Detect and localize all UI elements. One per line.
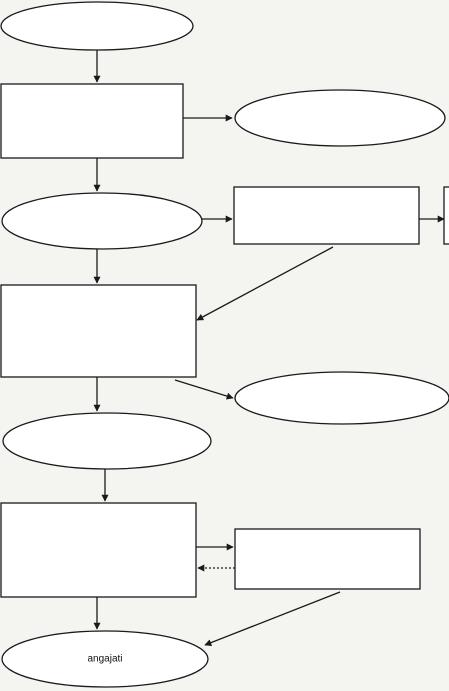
box-node-r4 (0, 284, 197, 378)
ellipse-node-e1 (0, 1, 194, 51)
node-e1 (0, 1, 194, 51)
box-node-r1 (0, 83, 184, 159)
box-node-r5 (0, 502, 197, 598)
box-node-r6 (234, 528, 421, 590)
node-label-e6: angajati (87, 654, 122, 665)
box-node-r3 (443, 186, 449, 245)
arrow-r2-to-r4 (196, 246, 334, 321)
ellipse-node-e3 (1, 192, 203, 250)
node-e6: angajati (1, 630, 209, 688)
box-node-r2 (233, 186, 420, 245)
node-r5 (0, 502, 197, 598)
ellipse-node-e2 (234, 89, 446, 147)
node-r1 (0, 83, 184, 159)
node-r3 (443, 186, 449, 245)
arrow-r4-to-e4 (174, 379, 234, 400)
node-r4 (0, 284, 197, 378)
node-e2 (234, 89, 446, 147)
node-e4 (234, 371, 449, 425)
edges-layer (93, 50, 445, 646)
ellipse-node-e6 (1, 630, 209, 688)
node-r2 (233, 186, 420, 245)
node-r6 (234, 528, 421, 590)
node-e3 (1, 192, 203, 250)
arrow-r6-to-e6 (204, 591, 341, 646)
ellipse-node-e5 (2, 412, 212, 470)
ellipse-node-e4 (234, 371, 449, 425)
node-e5 (2, 412, 212, 470)
